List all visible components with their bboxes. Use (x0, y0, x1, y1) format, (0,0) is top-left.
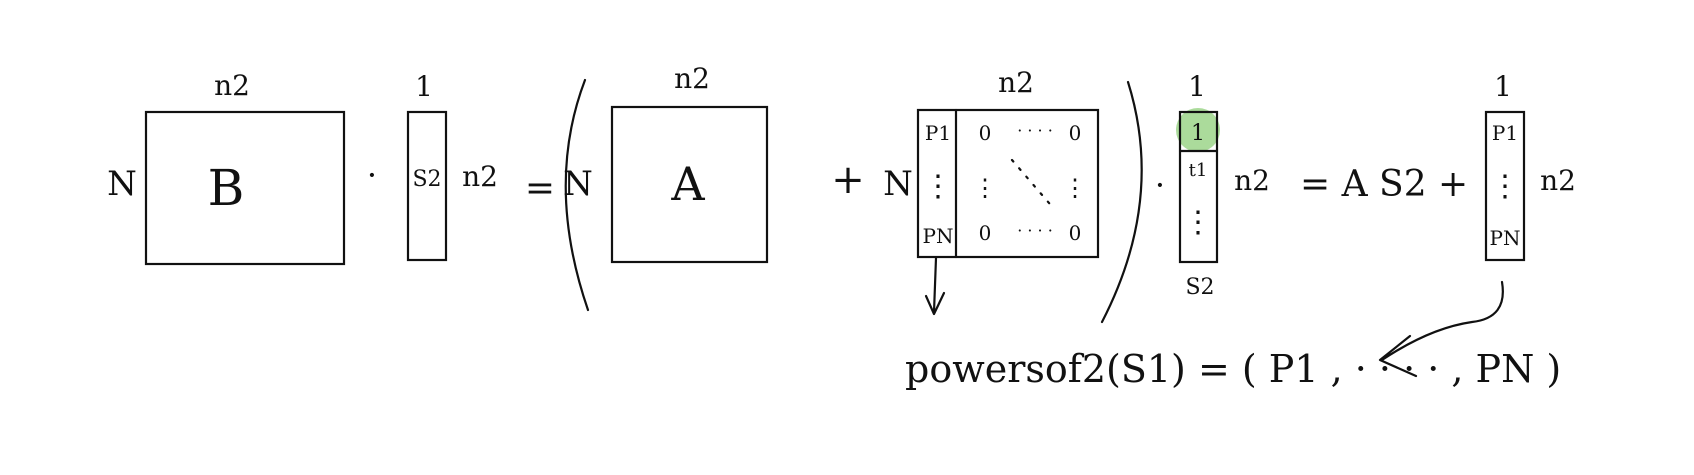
left-paren (564, 78, 590, 312)
matrix-P-zero-tr: 0 (1069, 121, 1082, 145)
label-N-A: N (563, 164, 593, 204)
matrix-P-vdots-right: ⋮ (1063, 174, 1087, 202)
matrix-B-box (144, 110, 346, 266)
label-n2-A: n2 (674, 62, 710, 95)
vector-p-vdots: ⋮ (1490, 169, 1520, 204)
label-N-P: N (883, 164, 913, 204)
vector-p-p1: P1 (1492, 121, 1518, 145)
vector-p-box (1484, 110, 1526, 262)
vector-t-vdots: ⋮ (1183, 205, 1213, 240)
label-s2-below: S2 (1185, 275, 1214, 300)
matrix-P-pN: PN (923, 224, 954, 248)
rhs-expression: = A S2 + (1300, 164, 1468, 205)
vector-s2-label: S2 (412, 167, 441, 192)
plus-1: + (831, 157, 865, 203)
label-N-B: N (107, 164, 137, 204)
matrix-P-zero-br: 0 (1069, 221, 1082, 245)
matrix-A-label: A (670, 157, 705, 211)
label-one-s2: 1 (415, 70, 433, 103)
label-n2-P: n2 (998, 66, 1034, 99)
label-n2-s2: n2 (462, 160, 498, 193)
matrix-P-diag-dots (1010, 158, 1057, 212)
arrow-curve-p (1378, 280, 1504, 378)
matrix-B-label: B (208, 159, 245, 217)
vector-t-t1: t1 (1189, 160, 1208, 181)
footnote-text: powersof2(S1) = ( P1 , · · · · , PN ) (905, 347, 1561, 391)
matrix-P-zero-tl: 0 (979, 121, 992, 145)
vector-p-pN: PN (1490, 226, 1521, 250)
matrix-P-vdots: ⋮ (923, 169, 953, 204)
highlight-one (1176, 108, 1220, 152)
matrix-P-zero-bl: 0 (979, 221, 992, 245)
equals-1: = (525, 168, 555, 209)
matrix-A-box (610, 105, 769, 264)
vector-t-one: 1 (1191, 121, 1205, 146)
matrix-P-box (916, 108, 1100, 259)
matrix-P-dots-top: · · · · (1017, 121, 1053, 140)
label-n2-p: n2 (1540, 164, 1576, 197)
mult-dot-2: · (1155, 166, 1165, 204)
matrix-P-vdots-left: ⋮ (973, 174, 997, 202)
vector-t-box (1178, 110, 1219, 264)
vector-s2-box (406, 110, 448, 262)
matrix-P-p1: P1 (925, 121, 951, 145)
label-one-t: 1 (1188, 70, 1206, 103)
label-one-p: 1 (1494, 70, 1512, 103)
matrix-P-dots-bottom: · · · · (1017, 221, 1053, 240)
right-paren (1100, 80, 1143, 324)
arrow-down-p (924, 256, 946, 316)
label-n2-t: n2 (1234, 164, 1270, 197)
mult-dot-1: · (367, 156, 377, 194)
label-n2-B: n2 (214, 69, 250, 102)
